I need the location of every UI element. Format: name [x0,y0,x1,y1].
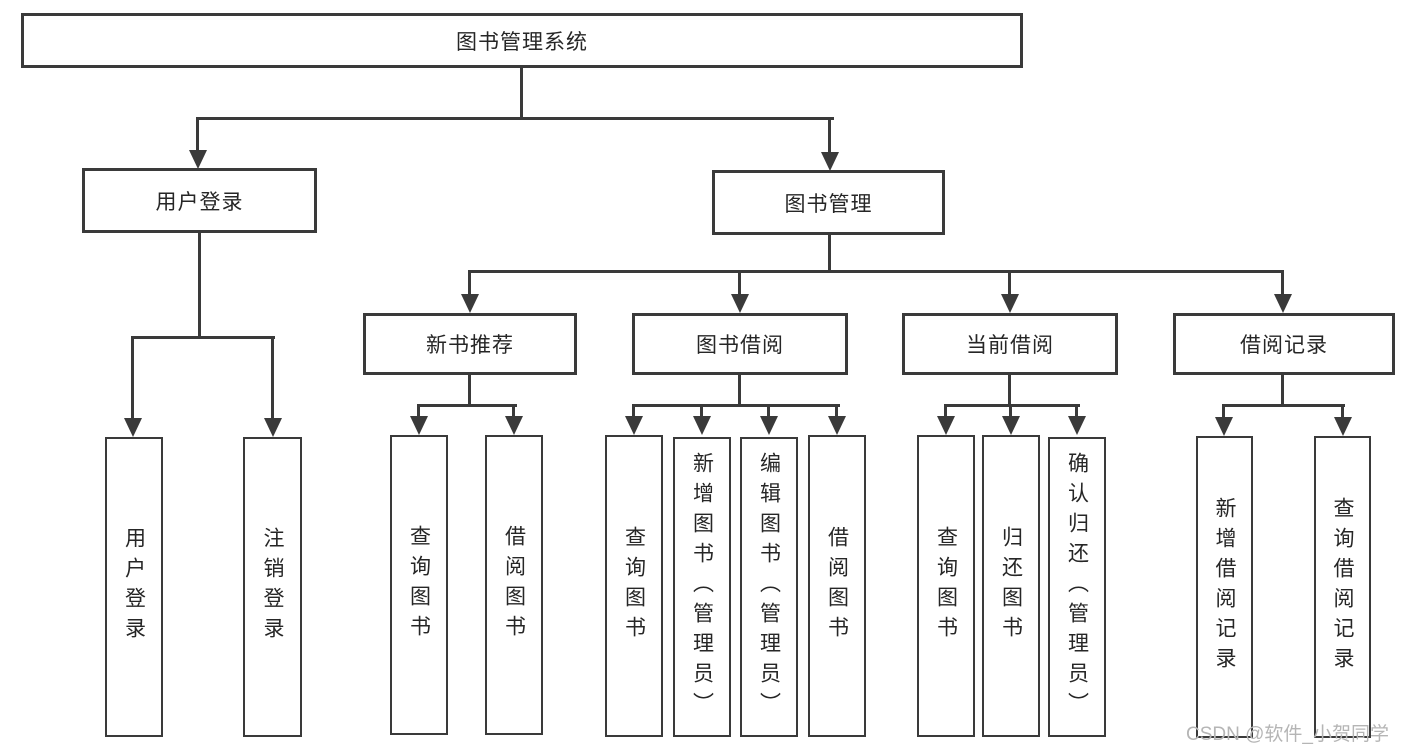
arrow-into-record-leaf1 [1215,417,1233,436]
leaf-recommend-query-book: 查询图书 [390,435,448,735]
connector-recommend-leaf2-stub [512,404,515,418]
arrow-into-record [1274,294,1292,313]
leaf-recommend-borrow-book: 借阅图书 [485,435,543,735]
arrow-into-recommend [461,294,479,313]
arrow-into-borrow-leaf1 [625,416,643,435]
connector-borrow-down [738,375,741,407]
leaf-current-query-book: 查询图书 [917,435,975,737]
node-new-book-recommend: 新书推荐 [363,313,577,375]
connector-recommend-leaf1-stub [417,404,420,418]
arrow-into-current [1001,294,1019,313]
connector-current-leaf3-stub [1075,404,1078,418]
arrow-into-record-leaf2 [1334,417,1352,436]
leaf-label: 查询借阅记录 [1331,497,1354,677]
leaf-label: 用户登录 [122,527,146,647]
leaf-label: 借阅图书 [502,525,526,645]
node-borrow-record: 借阅记录 [1173,313,1395,375]
node-label: 用户登录 [155,190,244,214]
arrow-into-login-leaf1 [124,418,142,437]
connector-borrow-leaf1-stub [632,404,635,418]
connector-user-login-stub [196,117,199,152]
connector-current-stub [1008,270,1011,297]
leaf-label: 归还图书 [999,526,1023,646]
leaf-logout: 注销登录 [243,437,302,737]
arrow-into-recommend-leaf2 [505,416,523,435]
arrow-into-user-login [189,150,207,169]
connector-current-leaf1-stub [944,404,947,418]
connector-recommend-down [468,375,471,407]
connector-recommend-stub [468,270,471,297]
leaf-label: 查询图书 [407,525,431,645]
connector-current-down [1008,375,1011,407]
arrow-into-borrow-leaf2 [693,416,711,435]
connector-borrow-leaf3-stub [767,404,770,418]
leaf-current-return-book: 归还图书 [982,435,1040,737]
arrow-into-current-leaf3 [1068,416,1086,435]
connector-login-rail [131,336,275,339]
leaf-borrow-add-book-admin: 新增图书（管理员） [673,437,731,737]
arrow-into-borrow-leaf3 [760,416,778,435]
node-label: 图书借阅 [696,334,784,357]
leaf-borrow-borrow-book: 借阅图书 [808,435,866,737]
connector-root-stub [520,66,523,119]
connector-record-stub [1281,270,1284,297]
connector-record-rail [1222,404,1345,407]
node-label: 图书管理 [784,192,873,216]
leaf-label: 查询图书 [622,526,646,646]
connector-record-down [1281,375,1284,407]
connector-borrow-stub [738,270,741,297]
connector-recommend-rail [417,404,517,407]
connector-login-leaf1-stub [131,336,134,421]
node-book-management: 图书管理 [712,170,945,235]
leaf-label: 编辑图书（管理员） [757,452,781,722]
connector-current-leaf2-stub [1009,404,1012,418]
leaf-label: 新增借阅记录 [1213,497,1236,677]
leaf-current-confirm-return-admin: 确认归还（管理员） [1048,437,1106,737]
connector-login-leaf2-stub [271,336,274,421]
node-label: 图书管理系统 [456,30,588,54]
leaf-user-login: 用户登录 [105,437,163,737]
connector-borrow-leaf4-stub [835,404,838,418]
connector-level1-rail [196,117,834,120]
node-label: 当前借阅 [966,334,1054,357]
arrow-into-recommend-leaf1 [410,416,428,435]
leaf-label: 新增图书（管理员） [690,452,714,722]
connector-level2-rail [468,270,1284,273]
csdn-watermark: CSDN @软件_小贺同学 [1186,724,1389,745]
arrow-into-login-leaf2 [264,418,282,437]
leaf-record-query-borrow-record: 查询借阅记录 [1314,436,1371,738]
leaf-label: 注销登录 [261,527,284,647]
connector-borrow-rail [632,404,840,407]
node-label: 借阅记录 [1240,334,1328,357]
leaf-label: 查询图书 [934,526,958,646]
connector-borrow-leaf2-stub [700,404,703,418]
node-label: 新书推荐 [426,334,514,357]
leaf-borrow-edit-book-admin: 编辑图书（管理员） [740,437,798,737]
arrow-into-book-mgmt [821,152,839,171]
node-current-borrow: 当前借阅 [902,313,1118,375]
arrow-into-current-leaf2 [1002,416,1020,435]
leaf-label: 借阅图书 [825,526,849,646]
leaf-borrow-query-book: 查询图书 [605,435,663,737]
leaf-record-add-borrow-record: 新增借阅记录 [1196,436,1253,738]
connector-record-leaf1-stub [1222,404,1225,419]
connector-book-mgmt-stub [828,117,831,153]
connector-login-down [198,233,201,339]
connector-mgmt-down [828,235,831,273]
node-book-borrow: 图书借阅 [632,313,848,375]
arrow-into-borrow-leaf4 [828,416,846,435]
node-user-login: 用户登录 [82,168,317,233]
arrow-into-borrow [731,294,749,313]
leaf-label: 确认归还（管理员） [1065,452,1089,722]
connector-current-rail [944,404,1080,407]
arrow-into-current-leaf1 [937,416,955,435]
connector-record-leaf2-stub [1341,404,1344,419]
node-library-management-system: 图书管理系统 [21,13,1023,68]
